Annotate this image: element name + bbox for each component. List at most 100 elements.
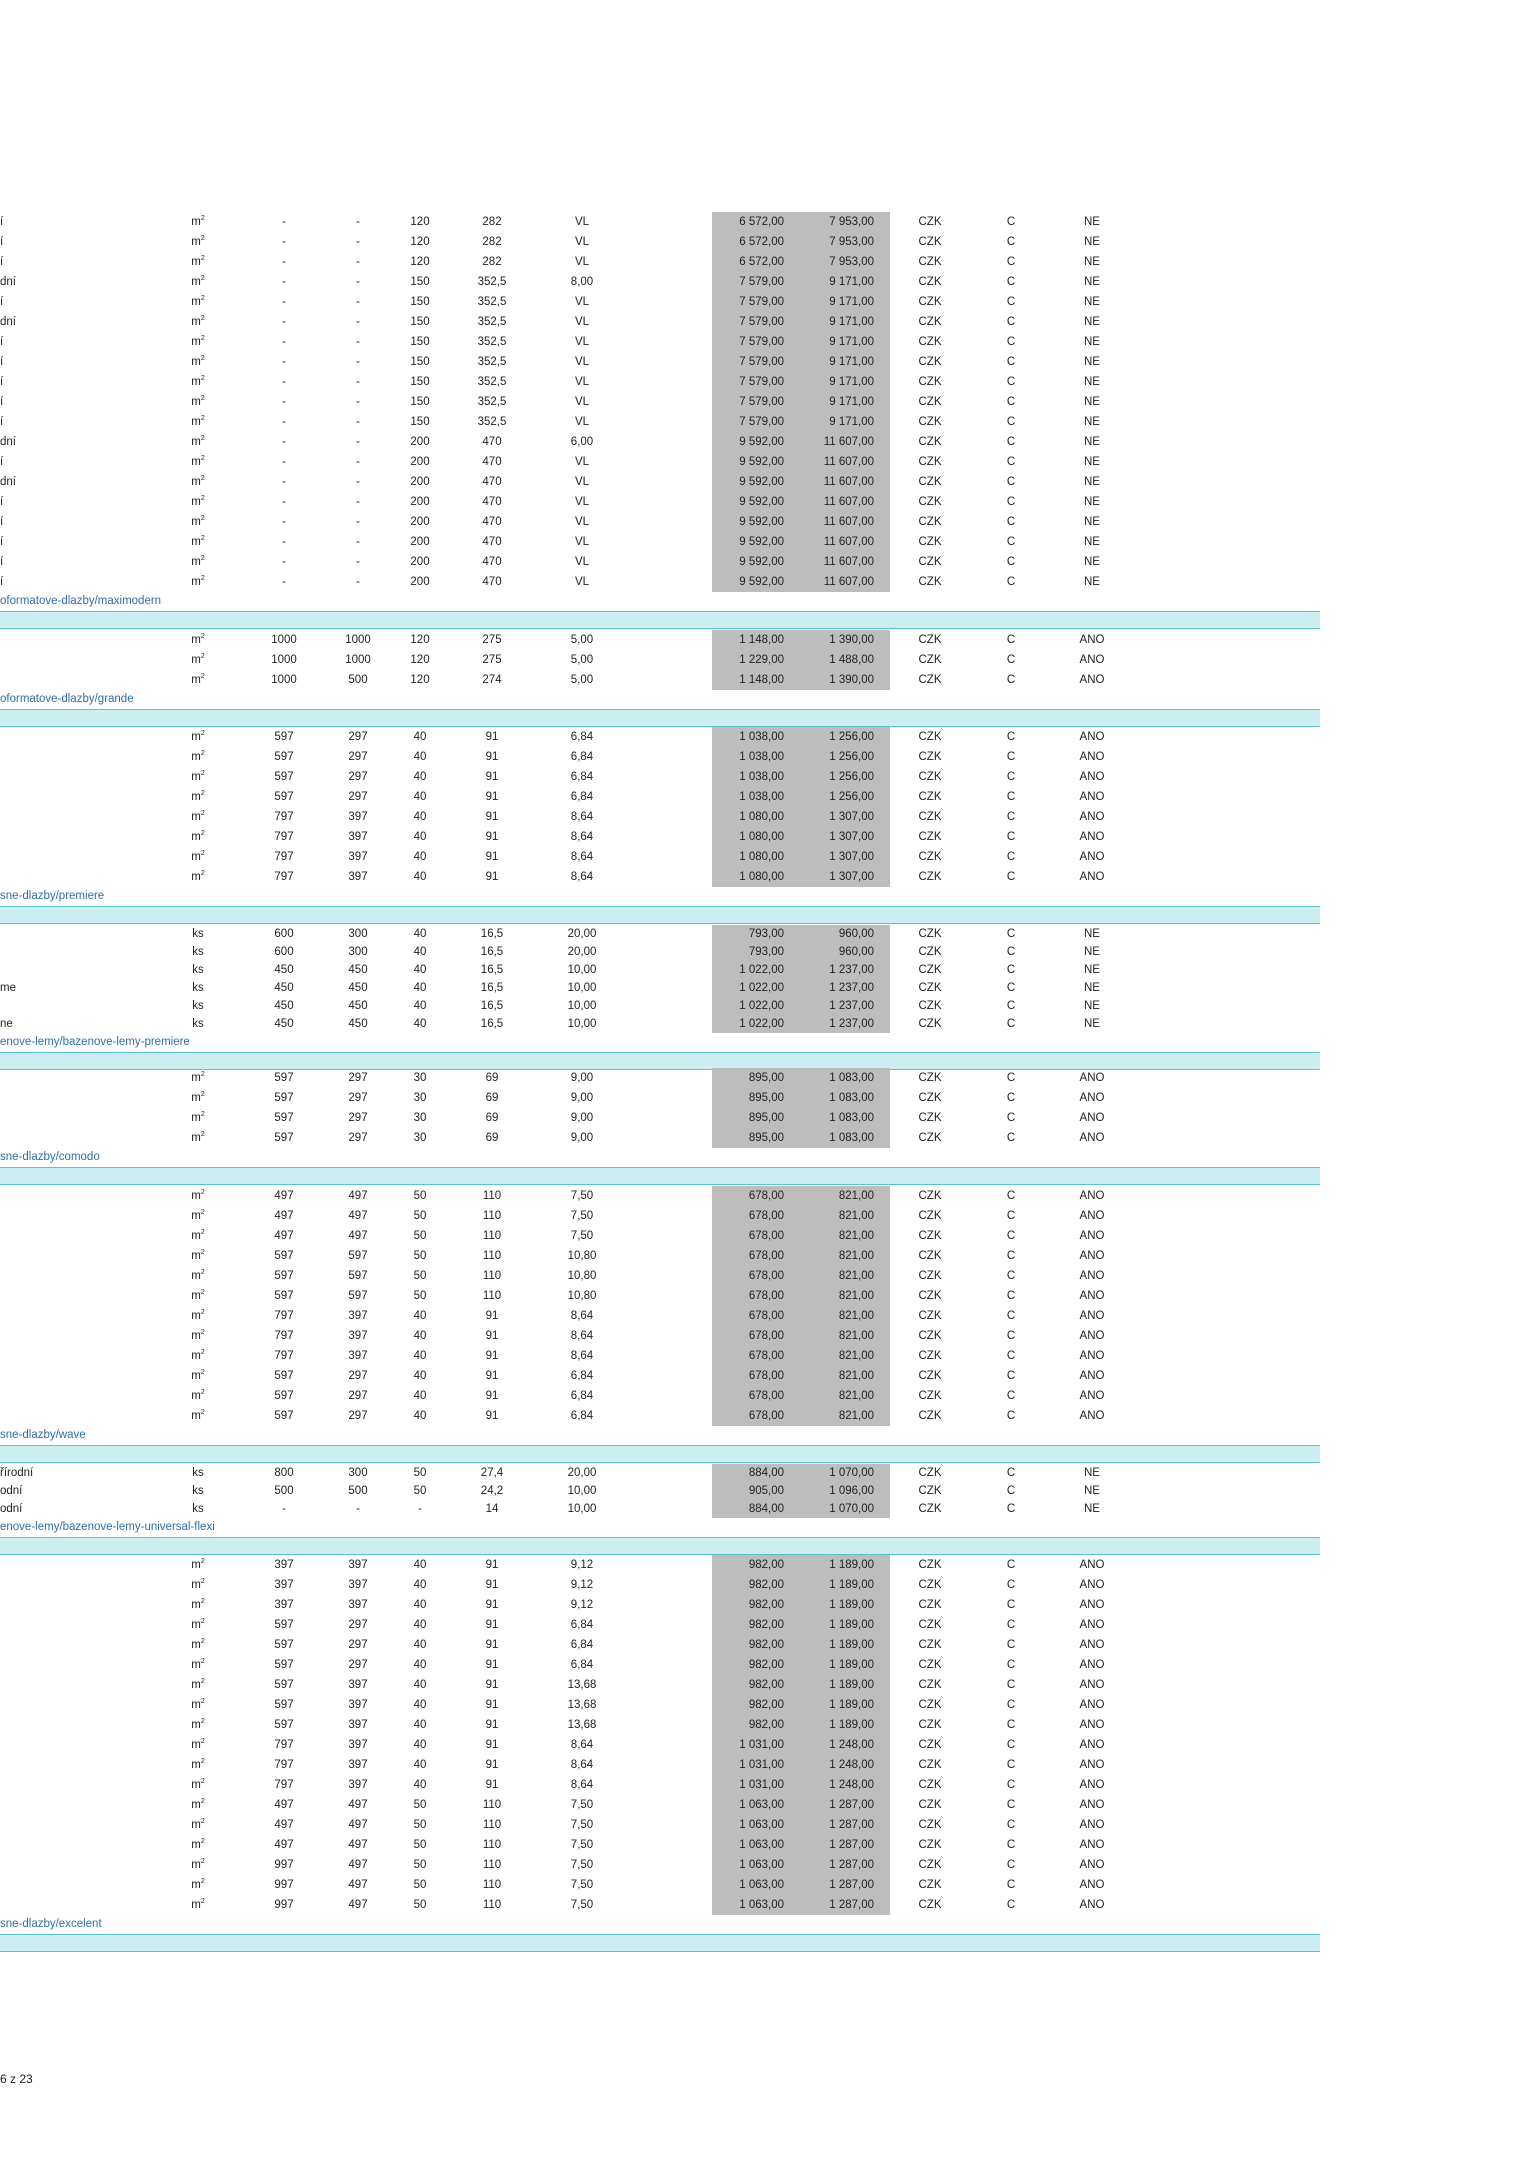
cell-unit: ks	[192, 946, 204, 958]
section-url[interactable]: enove-lemy/bazenove-lemy-universal-flexi	[0, 1521, 215, 1533]
cell-stock: NE	[1084, 964, 1100, 976]
cell-length: 597	[274, 751, 294, 763]
cell-price-incl-vat: 1 096,00	[829, 1485, 874, 1497]
cell-stock: ANO	[1079, 1330, 1105, 1342]
cell-currency: CZK	[918, 296, 942, 308]
section-url[interactable]: sne-dlazby/wave	[0, 1429, 86, 1441]
cell-width: -	[356, 396, 360, 408]
price-highlight	[712, 332, 890, 352]
cell-currency: CZK	[918, 1350, 942, 1362]
section-url[interactable]: sne-dlazby/excelent	[0, 1918, 102, 1930]
cell-category: C	[1006, 1839, 1016, 1851]
cell-price-excl-vat: 9 592,00	[739, 576, 784, 588]
cell-unit: m2	[191, 1698, 205, 1711]
cell-stock: NE	[1084, 216, 1100, 228]
cell-thickness: 40	[413, 1330, 427, 1342]
cell-stock: ANO	[1079, 791, 1105, 803]
cell-currency: CZK	[918, 1310, 942, 1322]
cell-length: 1000	[271, 654, 297, 666]
cell-weight: 91	[485, 1659, 499, 1671]
cell-price-incl-vat: 11 607,00	[823, 476, 874, 488]
cell-unit: m2	[191, 830, 205, 843]
cell-per-pallet: 10,00	[567, 964, 597, 976]
cell-stock: ANO	[1079, 1899, 1105, 1911]
section-url[interactable]: oformatove-dlazby/grande	[0, 693, 134, 705]
cell-weight: 14	[485, 1503, 499, 1515]
cell-price-incl-vat: 1 189,00	[829, 1679, 874, 1691]
cell-price-incl-vat: 960,00	[838, 946, 874, 958]
cell-width: -	[356, 236, 360, 248]
section-url[interactable]: enove-lemy/bazenove-lemy-premiere	[0, 1036, 190, 1048]
cell-price-incl-vat: 821,00	[838, 1350, 874, 1362]
cell-length: -	[282, 236, 286, 248]
cell-stock: NE	[1084, 1467, 1100, 1479]
cell-category: C	[1006, 1879, 1016, 1891]
cell-per-pallet: 6,84	[570, 1410, 594, 1422]
cell-width: -	[356, 296, 360, 308]
cell-stock: ANO	[1079, 1819, 1105, 1831]
cell-length: 450	[274, 982, 294, 994]
price-highlight	[712, 1655, 890, 1675]
cell-weight: 91	[485, 811, 499, 823]
section-url[interactable]: sne-dlazby/comodo	[0, 1151, 100, 1163]
cell-width: 397	[348, 1679, 368, 1691]
cell-name: dní	[0, 316, 16, 328]
cell-name: í	[0, 516, 4, 528]
price-highlight	[712, 1875, 890, 1895]
cell-currency: CZK	[918, 1639, 942, 1651]
cell-price-incl-vat: 821,00	[838, 1210, 874, 1222]
cell-price-excl-vat: 9 592,00	[739, 456, 784, 468]
cell-category: C	[1006, 1799, 1016, 1811]
cell-currency: CZK	[918, 556, 942, 568]
cell-currency: CZK	[918, 771, 942, 783]
price-highlight	[712, 1246, 890, 1266]
cell-unit: ks	[192, 1503, 204, 1515]
cell-per-pallet: VL	[574, 356, 590, 368]
cell-currency: CZK	[918, 436, 942, 448]
cell-thickness: 50	[413, 1485, 427, 1497]
section-url[interactable]: oformatove-dlazby/maximodern	[0, 595, 162, 607]
cell-length: 797	[274, 851, 294, 863]
cell-price-excl-vat: 1 031,00	[739, 1739, 784, 1751]
cell-price-excl-vat: 678,00	[748, 1330, 784, 1342]
cell-price-incl-vat: 1 248,00	[829, 1739, 874, 1751]
cell-length: -	[282, 396, 286, 408]
cell-per-pallet: 8,64	[570, 831, 594, 843]
section-url[interactable]: sne-dlazby/premiere	[0, 890, 105, 902]
cell-length: 597	[274, 1072, 294, 1084]
cell-name: í	[0, 216, 4, 228]
cell-length: 997	[274, 1899, 294, 1911]
cell-per-pallet: VL	[574, 296, 590, 308]
cell-thickness: 200	[410, 456, 430, 468]
cell-currency: CZK	[918, 1899, 942, 1911]
cell-length: 1000	[271, 674, 297, 686]
cell-thickness: 40	[413, 1659, 427, 1671]
cell-price-incl-vat: 1 287,00	[829, 1899, 874, 1911]
cell-per-pallet: 6,84	[570, 771, 594, 783]
cell-weight: 275	[482, 654, 502, 666]
cell-unit: m2	[191, 1558, 205, 1571]
cell-weight: 282	[482, 256, 502, 268]
cell-stock: NE	[1084, 376, 1100, 388]
cell-price-excl-vat: 678,00	[748, 1270, 784, 1282]
cell-width: 450	[348, 964, 368, 976]
cell-stock: NE	[1084, 456, 1100, 468]
cell-per-pallet: 7,50	[570, 1839, 594, 1851]
cell-unit: m2	[191, 1618, 205, 1631]
cell-name: odní	[0, 1485, 23, 1497]
cell-category: C	[1006, 1779, 1016, 1791]
cell-category: C	[1006, 811, 1016, 823]
cell-price-incl-vat: 9 171,00	[829, 316, 874, 328]
cell-unit: m2	[191, 1818, 205, 1831]
cell-thickness: 120	[410, 236, 430, 248]
cell-width: -	[356, 336, 360, 348]
